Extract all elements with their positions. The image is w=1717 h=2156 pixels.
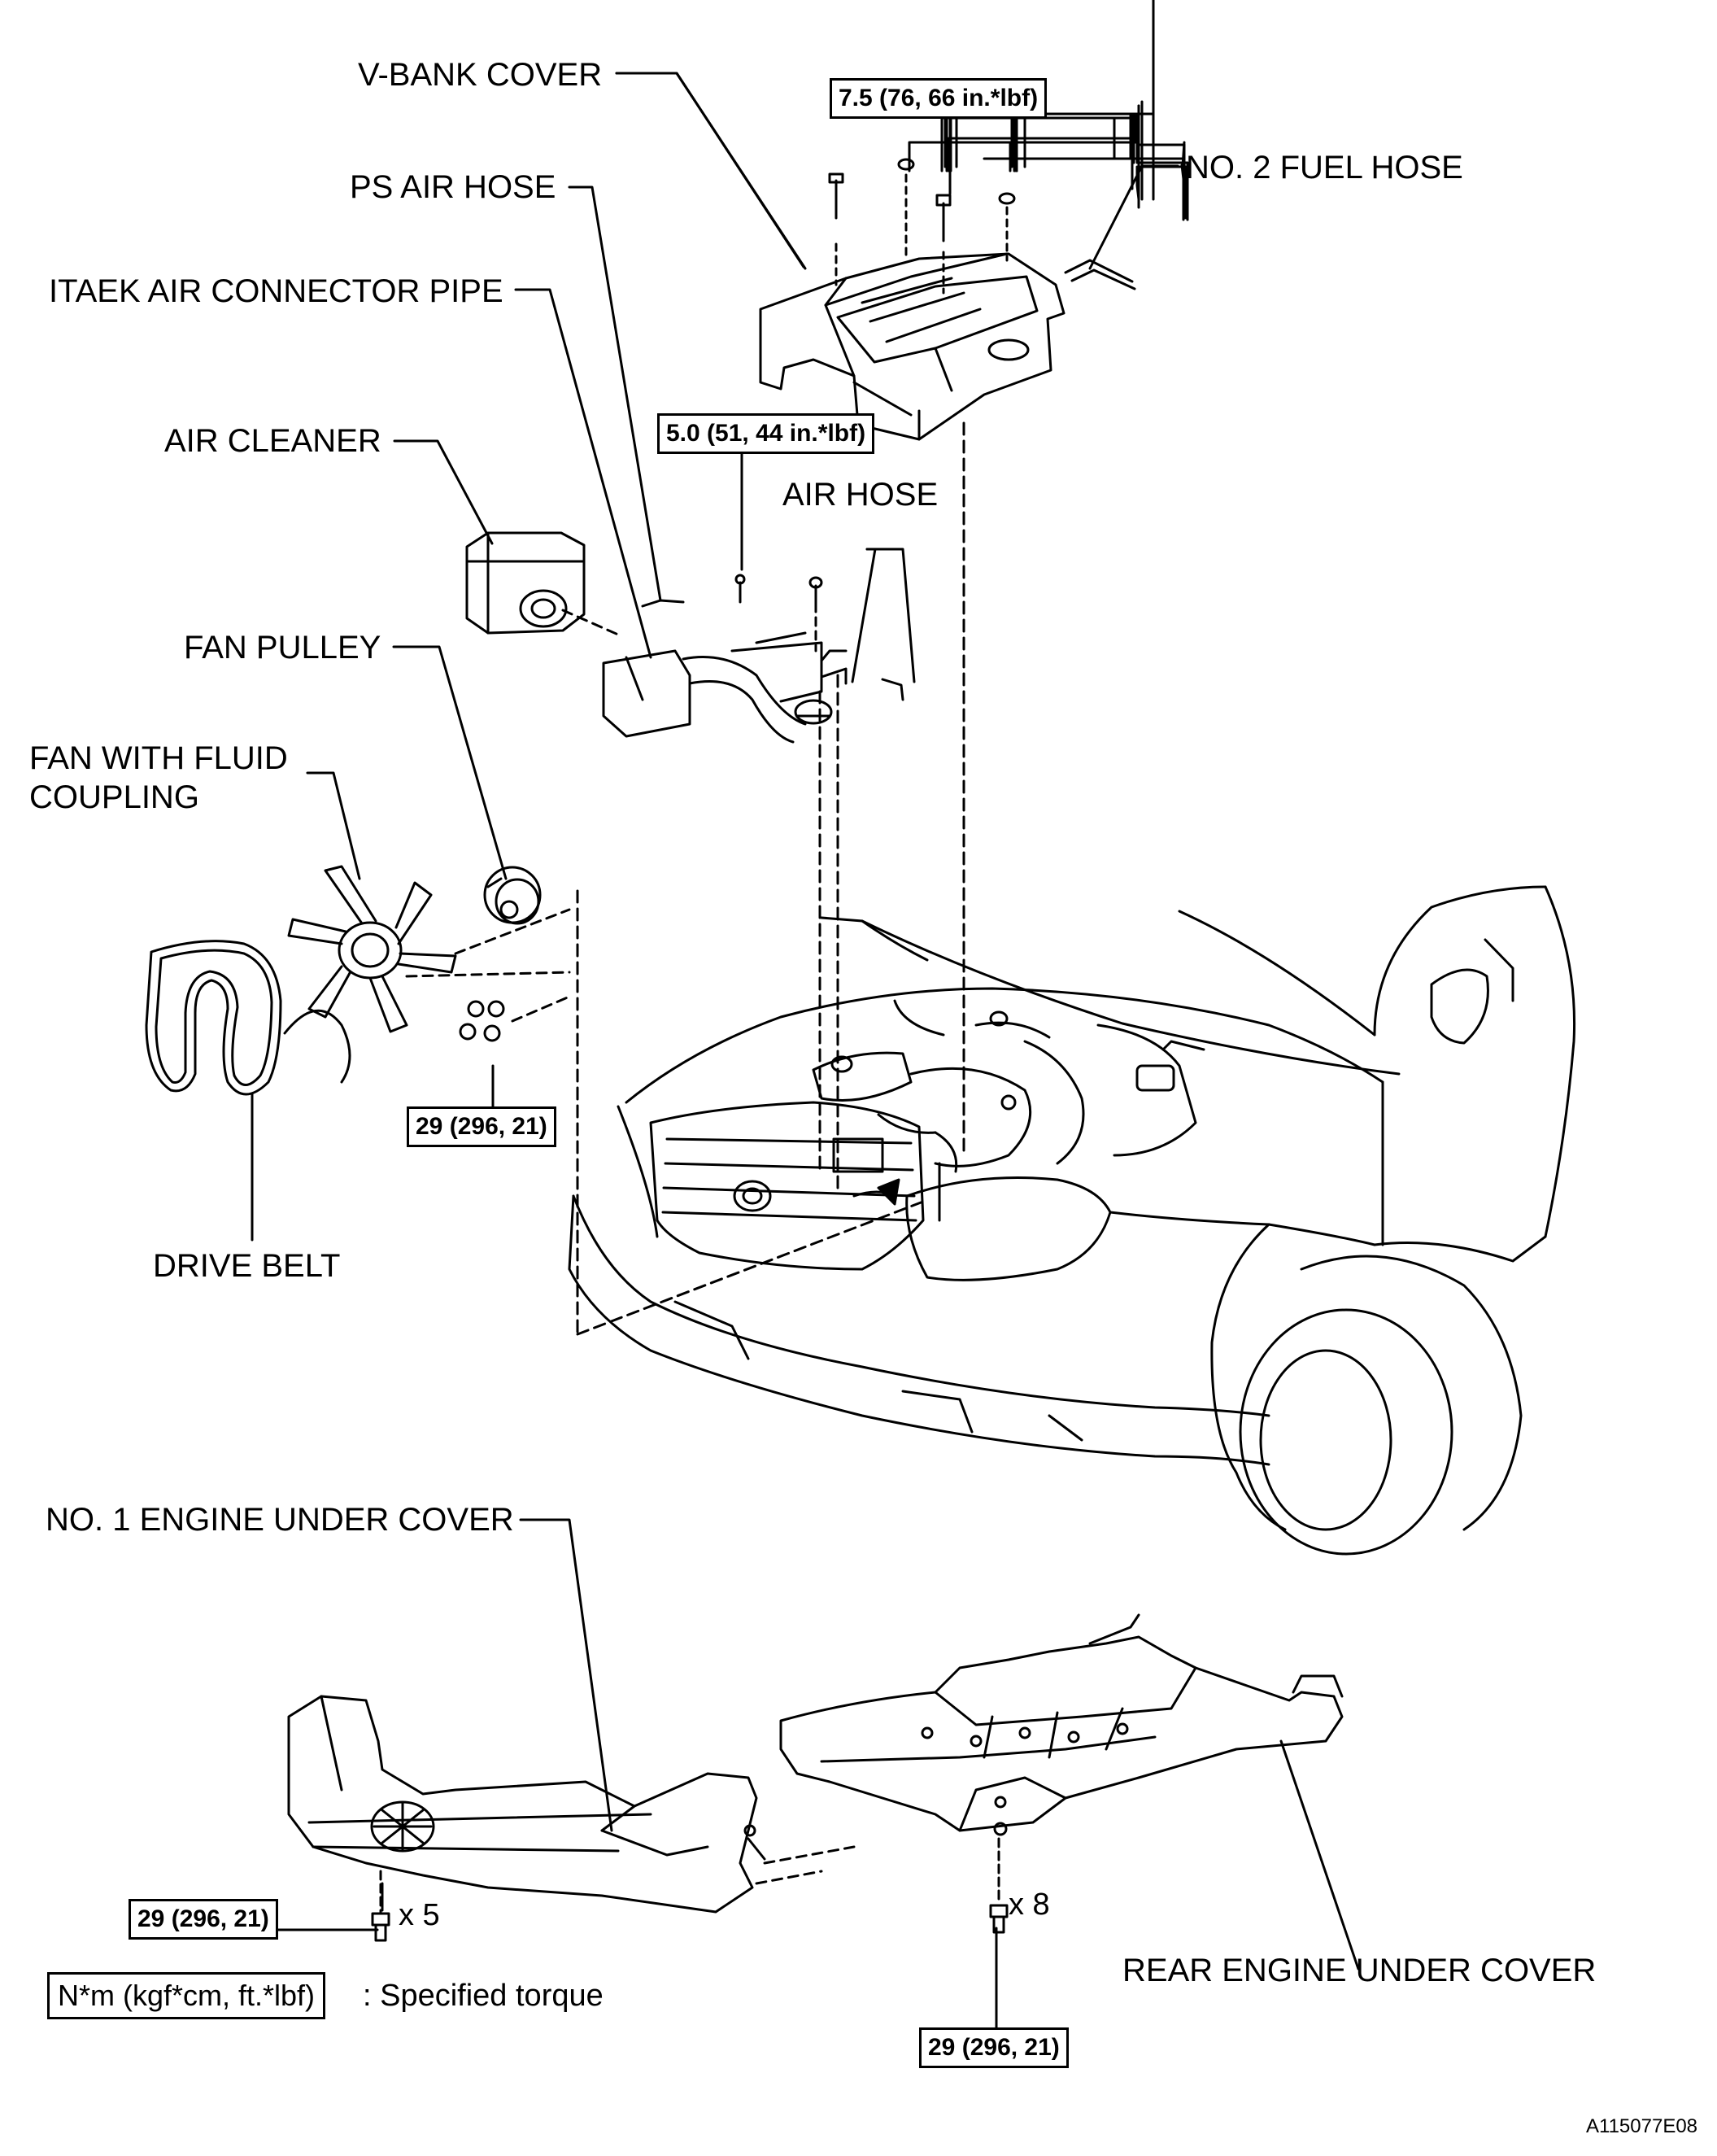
no1-under-cover-drawing <box>287 1695 856 1914</box>
itaek-pipe-drawing <box>602 631 833 744</box>
torque-box-no1-cover: 29 (296, 21) <box>129 1899 278 1940</box>
legend-unit-box: N*m (kgf*cm, ft.*lbf) <box>47 1972 326 2019</box>
leader-itaek <box>514 288 652 659</box>
v-bank-bolts <box>828 158 1016 1157</box>
leader-air-cleaner <box>393 439 494 545</box>
rear-bolt-drawing <box>989 1837 1009 1934</box>
air-hose-drawing <box>641 574 904 701</box>
label-air-hose: AIR HOSE <box>782 477 939 513</box>
drive-belt-drawing <box>145 940 351 1096</box>
torque-box-air-hose: 5.0 (51, 44 in.*lbf) <box>657 413 875 454</box>
label-ps-air-hose: PS AIR HOSE <box>350 169 556 205</box>
torque-box-rear-cover: 29 (296, 21) <box>919 2027 1069 2068</box>
v-bank-cover-drawing <box>759 252 1065 441</box>
air-cleaner-drawing <box>465 531 620 636</box>
no2-fuel-hose-drawing <box>1064 259 1136 290</box>
label-drive-belt: DRIVE BELT <box>153 1248 341 1284</box>
label-fan-fluid-coupling-1: FAN WITH FLUID <box>29 740 288 776</box>
leader-fuel-hose-line <box>1088 164 1179 270</box>
label-v-bank-cover: V-BANK COVER <box>358 57 603 93</box>
leader-air-hose-a <box>851 548 877 683</box>
quantity-no1-bolts: x 5 <box>399 1898 440 1932</box>
leader-air-hose-v <box>865 548 916 683</box>
label-rear-engine-under-cover: REAR ENGINE UNDER COVER <box>1122 1953 1597 1988</box>
leader-no1-cover <box>519 1518 613 1832</box>
rear-under-cover-drawing <box>779 1613 1344 1836</box>
label-fan-fluid-coupling-2: COUPLING <box>29 779 199 815</box>
label-itaek-air-connector-pipe: ITAEK AIR CONNECTOR PIPE <box>49 273 503 309</box>
leader-lines <box>615 0 1189 268</box>
torque-box-fan-nuts: 29 (296, 21) <box>407 1106 556 1147</box>
torque-box-vbank: 7.5 (76, 66 in.*lbf) <box>830 78 1048 119</box>
leader-rear-cover <box>1279 1739 1360 1971</box>
vehicle-drawing <box>568 674 1576 1556</box>
no1-bolt-drawing <box>371 1870 390 1942</box>
label-fan-pulley: FAN PULLEY <box>184 630 381 666</box>
fan-pulley-drawing <box>483 866 542 925</box>
leader-fan-pulley <box>392 645 508 880</box>
label-no1-engine-under-cover: NO. 1 ENGINE UNDER COVER <box>46 1502 514 1538</box>
leader-lines-main <box>983 100 1187 201</box>
leader-ps-air-hose <box>568 185 662 602</box>
figure-id: A115077E08 <box>1586 2115 1698 2137</box>
quantity-rear-bolts: x 8 <box>1009 1888 1050 1922</box>
legend-meaning: : Specified torque <box>363 1979 604 2013</box>
fan-drawing <box>287 865 571 1033</box>
fan-nuts-drawing <box>459 995 571 1042</box>
label-no2-fuel-hose: NO. 2 FUEL HOSE <box>1186 150 1463 185</box>
label-air-cleaner: AIR CLEANER <box>164 423 381 459</box>
leader-vbank <box>615 72 807 270</box>
leader-fan-fluid <box>306 771 361 880</box>
